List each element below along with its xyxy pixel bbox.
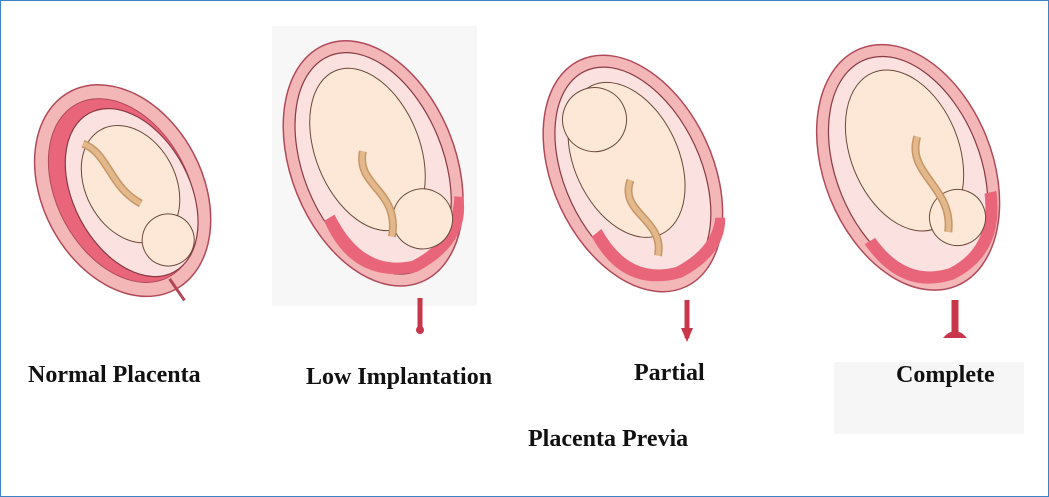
caption-complete: Complete: [896, 362, 995, 389]
caption-partial: Partial: [634, 360, 705, 387]
caption-normal-placenta: Normal Placenta: [28, 362, 201, 389]
caption-placenta-previa: Placenta Previa: [528, 426, 688, 453]
uterus-partial-previa-illustration: [535, 38, 740, 348]
uterus-complete-previa-illustration: [805, 32, 1020, 352]
uterus-low-implantation-illustration: [270, 28, 485, 338]
uterus-normal-illustration: [20, 70, 230, 330]
caption-low-implantation: Low Implantation: [306, 364, 492, 391]
